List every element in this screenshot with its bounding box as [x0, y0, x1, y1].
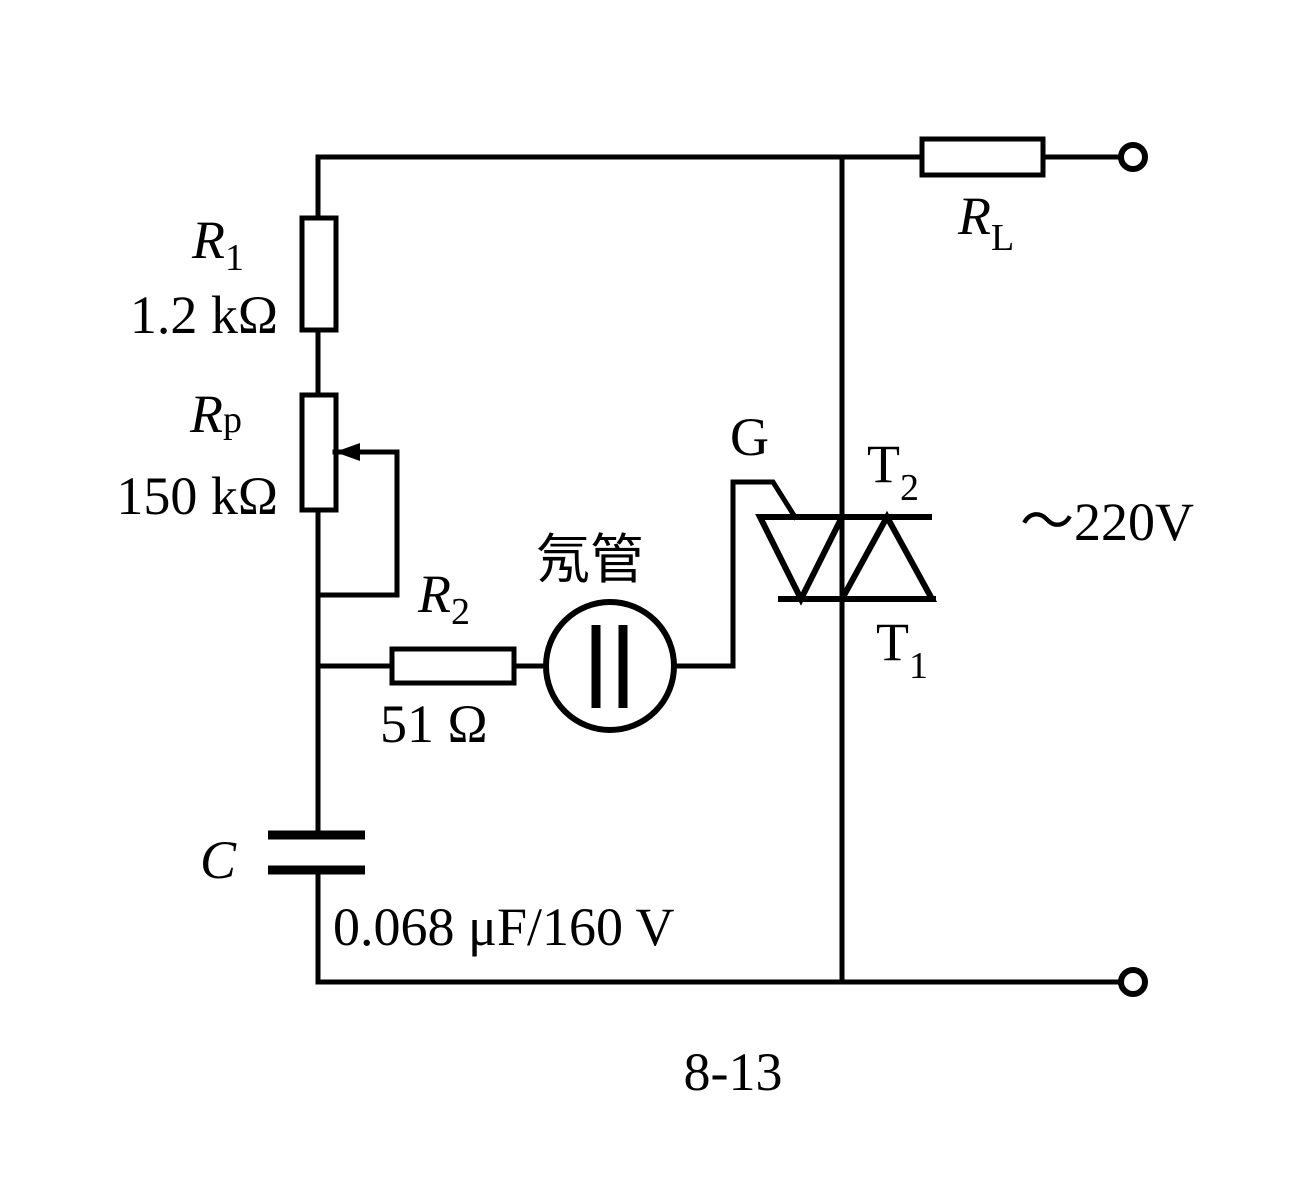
resistor-r1	[299, 215, 339, 333]
wiper-arrowhead	[335, 443, 360, 461]
capacitor-c	[268, 830, 365, 875]
neon-tube	[543, 599, 677, 733]
potentiometer-rp	[299, 392, 339, 513]
wire-wiper-loop	[315, 449, 400, 598]
r2-value: 51 Ω	[380, 694, 488, 754]
t1-label: T1	[876, 612, 928, 687]
c-value: 0.068 μF/160 V	[333, 897, 675, 957]
rl-label: RL	[957, 186, 1014, 259]
resistor-r2	[389, 646, 517, 686]
neon-label: 氖管	[536, 530, 644, 590]
wires	[315, 154, 1123, 985]
wire-neon-gate	[672, 479, 799, 669]
rp-value: 150 kΩ	[116, 466, 278, 526]
supply-label: ～220V	[1020, 492, 1194, 552]
resistor-rl	[919, 136, 1046, 178]
figure-label: 8-13	[684, 1042, 783, 1102]
r1-label: R1	[191, 210, 244, 279]
r1-value: 1.2 kΩ	[130, 285, 278, 345]
c-label: C	[200, 830, 237, 890]
t2-label: T2	[867, 434, 919, 509]
terminal-top	[1118, 142, 1148, 172]
gate-label: G	[730, 407, 769, 467]
triac	[755, 510, 938, 606]
terminal-bottom	[1118, 967, 1148, 997]
r2-label: R2	[417, 564, 470, 633]
rp-label: Rp	[189, 384, 242, 444]
